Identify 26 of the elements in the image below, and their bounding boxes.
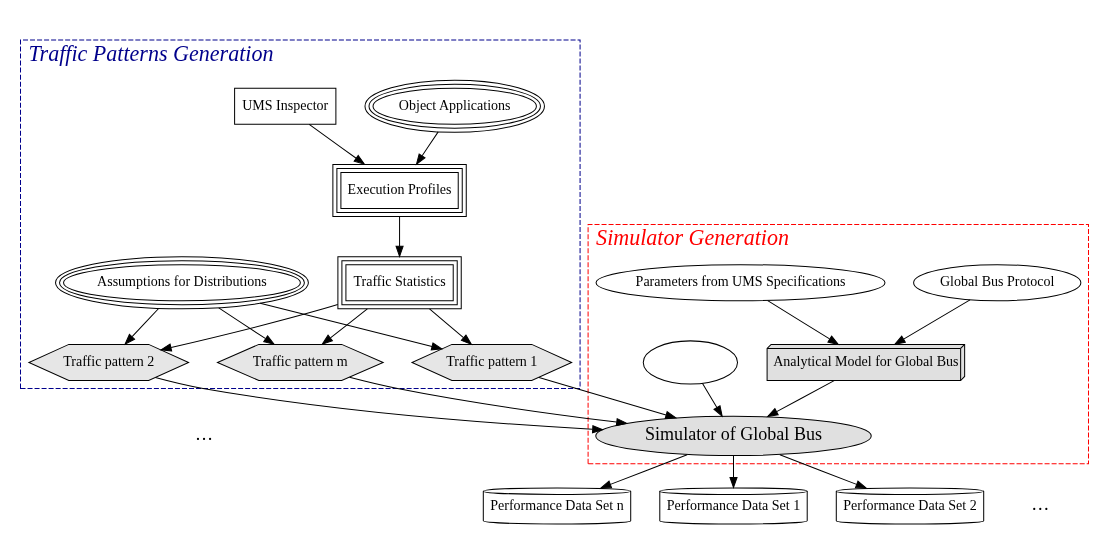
arrow bbox=[259, 302, 443, 351]
label: … bbox=[1031, 494, 1050, 515]
node-ellipse bbox=[642, 340, 738, 385]
label: … bbox=[195, 424, 214, 445]
arrow bbox=[701, 382, 723, 417]
arrow bbox=[395, 216, 404, 257]
arrow bbox=[308, 123, 365, 165]
arrow bbox=[767, 380, 835, 417]
node-ellipse: Object Applications bbox=[364, 79, 545, 133]
node-ellipse: Global Bus Protocol bbox=[913, 264, 1082, 302]
node-box: Execution Profiles bbox=[332, 163, 467, 218]
arrow bbox=[894, 299, 971, 345]
arrow bbox=[429, 308, 472, 345]
node-ellipse: Assumptions for Distributions bbox=[55, 256, 309, 310]
node-box: UMS Inspector bbox=[234, 87, 337, 125]
arrow bbox=[729, 455, 738, 488]
arrow bbox=[349, 376, 628, 427]
arrow bbox=[767, 300, 839, 345]
arrow bbox=[218, 307, 275, 345]
arrow bbox=[416, 131, 439, 165]
node-box: Traffic Statistics bbox=[337, 256, 462, 310]
arrow bbox=[124, 308, 159, 345]
node-ellipse: Parameters from UMS Specifications bbox=[595, 264, 886, 302]
arrow bbox=[600, 454, 688, 489]
arrow bbox=[321, 308, 368, 345]
arrow bbox=[160, 304, 339, 352]
